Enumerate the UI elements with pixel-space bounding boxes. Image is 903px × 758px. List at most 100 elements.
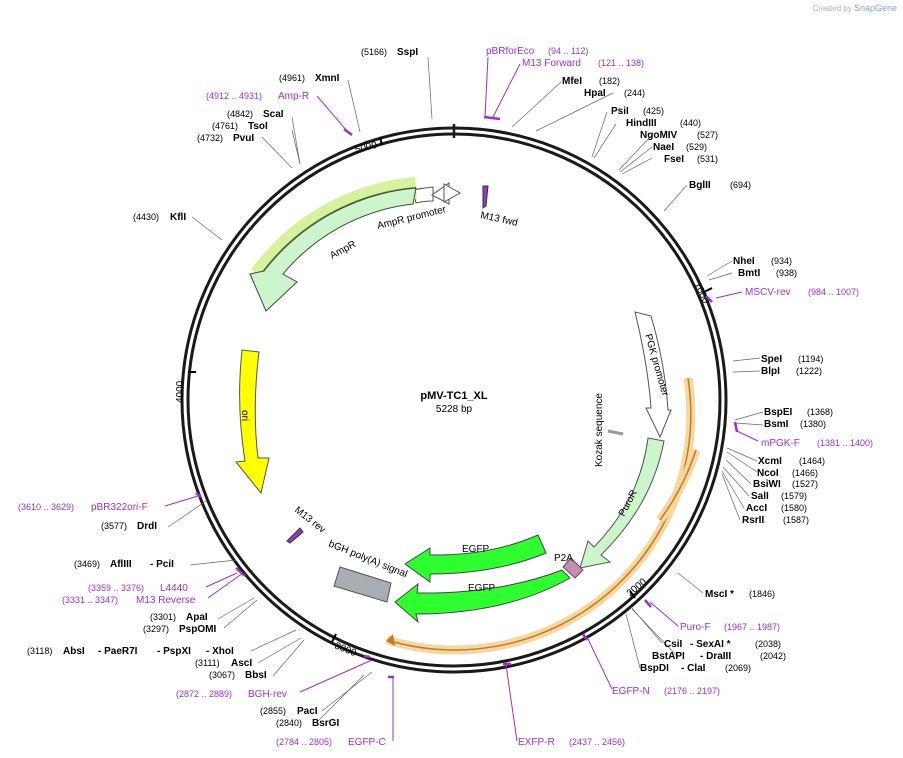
- svg-text:(1579): (1579): [781, 491, 807, 501]
- svg-text:FseI: FseI: [664, 154, 684, 165]
- feature-egfp-upper[interactable]: EGFP: [404, 534, 547, 583]
- svg-text:(984 .. 1007): (984 .. 1007): [808, 287, 859, 297]
- svg-text:MfeI: MfeI: [562, 76, 582, 87]
- primer-egfp-n[interactable]: EGFP-N(2176 .. 2197): [612, 686, 720, 697]
- svg-text:RsrII: RsrII: [742, 515, 764, 526]
- enzyme-pspomi[interactable]: (3297)PspOMI: [143, 624, 216, 635]
- svg-text:(3297): (3297): [143, 624, 169, 634]
- svg-text:(1381 .. 1400): (1381 .. 1400): [817, 438, 873, 448]
- svg-text:AscI: AscI: [231, 658, 252, 669]
- feature-ampr[interactable]: AmpR: [249, 177, 418, 312]
- enzyme-blpi[interactable]: BlpI(1222): [761, 366, 822, 377]
- svg-text:EGFP-N: EGFP-N: [612, 686, 650, 697]
- feature-egfp-lower[interactable]: EGFP: [394, 569, 571, 624]
- enzyme-hpai[interactable]: HpaI(244): [584, 88, 645, 99]
- enzyme-bstapi-draiii[interactable]: BstAPI- DraIII(2042): [652, 651, 786, 662]
- primer-pbrforeco[interactable]: pBRforEco (94 .. 112): [486, 46, 588, 57]
- orf-highlight: [385, 377, 701, 655]
- feature-p2a[interactable]: P2A: [554, 553, 584, 579]
- primer-puro-f[interactable]: Puro-F(1967 .. 1987): [680, 622, 780, 633]
- feature-pgk-promoter[interactable]: PGK promoter: [634, 311, 672, 439]
- leader-lines: [167, 56, 764, 724]
- ori-label: ori: [239, 410, 250, 421]
- svg-text:(1194): (1194): [798, 354, 823, 364]
- svg-text:M13 Forward: M13 Forward: [522, 58, 581, 69]
- svg-text:PacI: PacI: [297, 706, 318, 717]
- svg-text:(1967 .. 1987): (1967 .. 1987): [724, 622, 780, 632]
- svg-text:SalI: SalI: [751, 491, 769, 502]
- svg-text:BglII: BglII: [689, 180, 711, 191]
- svg-text:(94 .. 112): (94 .. 112): [548, 46, 588, 56]
- enzyme-bsiwi[interactable]: BsiWI(1527): [753, 479, 818, 490]
- p2a-label: P2A: [554, 553, 573, 564]
- enzyme-absi-xhoi[interactable]: (3118)AbsI- PaeR7I- PspXI- XhoI: [27, 646, 234, 657]
- svg-text:(3301): (3301): [150, 612, 176, 622]
- enzyme-psii[interactable]: PsiI(425): [611, 106, 664, 117]
- svg-text:(3610 .. 3629): (3610 .. 3629): [18, 502, 74, 512]
- enzyme-scai[interactable]: (4842)ScaI: [227, 109, 284, 120]
- feature-m13-fwd[interactable]: M13 fwd: [479, 185, 519, 229]
- primer-amp-r[interactable]: (4912 .. 4931)Amp-R: [206, 91, 309, 102]
- enzyme-bspdi-clai[interactable]: BspDI- ClaI(2069): [640, 663, 751, 674]
- enzyme-bbsi[interactable]: (3067)BbsI: [209, 670, 267, 681]
- enzyme-paci[interactable]: (2855) PacI: [260, 706, 318, 717]
- enzyme-kfli[interactable]: (4430)KflI: [133, 212, 186, 223]
- svg-text:BsrGI: BsrGI: [312, 718, 339, 729]
- enzyme-csii-sexai[interactable]: CsiI- SexAI *(2038): [664, 639, 781, 650]
- enzyme-tsoi[interactable]: (4761)TsoI: [212, 121, 268, 132]
- enzyme-sali[interactable]: SalI (1579): [751, 491, 807, 502]
- primer-m13-forward[interactable]: M13 Forward (121 .. 138): [522, 58, 644, 69]
- enzyme-bmti[interactable]: BmtI(938): [738, 268, 797, 279]
- enzyme-msci[interactable]: MscI *(1846): [705, 589, 775, 600]
- feature-ori[interactable]: ori: [235, 349, 270, 495]
- enzyme-drdi[interactable]: (3577)DrdI: [101, 521, 157, 532]
- enzyme-acci[interactable]: AccI(1580): [746, 503, 807, 514]
- svg-text:- PciI: - PciI: [150, 559, 174, 570]
- feature-m13-rev[interactable]: M13 rev: [286, 505, 327, 544]
- primer-pbr322ori-f[interactable]: (3610 .. 3629)pBR322ori-F: [18, 502, 148, 513]
- svg-text:(2855): (2855): [260, 706, 286, 716]
- enzyme-fsei[interactable]: FseI(531): [664, 154, 718, 165]
- enzyme-bsmi[interactable]: BsmI(1380): [764, 419, 826, 430]
- svg-text:(121 .. 138): (121 .. 138): [598, 58, 644, 68]
- feature-kozak[interactable]: Kozak sequence: [594, 393, 624, 467]
- enzyme-xcmi[interactable]: XcmI(1464): [758, 456, 825, 467]
- enzyme-afliii-pcii[interactable]: (3469)AflIII- PciI: [74, 559, 174, 570]
- svg-text:(2784 .. 2805): (2784 .. 2805): [276, 737, 332, 747]
- enzyme-asci[interactable]: (3111)AscI: [195, 658, 252, 669]
- svg-text:SpeI: SpeI: [761, 354, 782, 365]
- primer-mpgk-f[interactable]: mPGK-F(1381 .. 1400): [761, 438, 873, 449]
- enzyme-apai[interactable]: (3301) ApaI: [150, 612, 208, 623]
- enzyme-naei[interactable]: NaeI(529): [653, 142, 707, 153]
- svg-text:CsiI: CsiI: [664, 639, 683, 650]
- enzyme-ngomiv[interactable]: NgoMIV(527): [640, 130, 718, 141]
- svg-text:PsiI: PsiI: [611, 106, 629, 117]
- svg-text:NcoI: NcoI: [757, 468, 779, 479]
- enzyme-bsrgi[interactable]: (2840)BsrGI: [276, 718, 339, 729]
- primer-mscv-rev[interactable]: MSCV-rev (984 .. 1007): [745, 287, 859, 298]
- enzyme-spei[interactable]: SpeI (1194): [761, 354, 823, 365]
- enzyme-ncoi[interactable]: NcoI(1466): [757, 468, 818, 479]
- enzyme-nhei[interactable]: NheI(934): [733, 256, 792, 267]
- primer-exfp-r[interactable]: EXFP-R(2437 .. 2456): [518, 737, 625, 748]
- enzyme-pvui[interactable]: (4732)PvuI: [197, 133, 254, 144]
- svg-text:- PaeR7I: - PaeR7I: [98, 646, 138, 657]
- egfp-upper-label: EGFP: [462, 544, 490, 555]
- enzyme-mfei[interactable]: MfeI(182): [562, 76, 620, 87]
- svg-text:ApaI: ApaI: [186, 612, 208, 623]
- primer-bgh-rev[interactable]: (2872 .. 2889)BGH-rev: [176, 689, 287, 700]
- svg-text:pBRforEco: pBRforEco: [486, 46, 535, 57]
- primer-m13-reverse[interactable]: (3331 .. 3347)M13 Reverse: [62, 595, 196, 606]
- enzyme-bspei[interactable]: BspEI(1368): [764, 407, 833, 418]
- enzyme-bglii[interactable]: BglII(694): [689, 180, 751, 191]
- tick-label-5000: 5000: [354, 140, 379, 156]
- primer-l4440[interactable]: (3359 .. 3376)L4440: [88, 583, 188, 594]
- feature-bgh-polya[interactable]: bGH poly(A) signal: [327, 539, 409, 603]
- enzyme-labels: (5166)SspI (4961)XmnI (4842)ScaI (4761)T…: [27, 47, 833, 729]
- enzyme-rsrii[interactable]: RsrII(1587): [742, 515, 809, 526]
- enzyme-sspi[interactable]: (5166)SspI: [361, 47, 418, 58]
- primer-egfp-c[interactable]: (2784 .. 2805)EGFP-C: [276, 737, 386, 748]
- enzyme-hindiii[interactable]: HindIII(440): [626, 118, 701, 129]
- enzyme-xmni[interactable]: (4961)XmnI: [279, 73, 340, 84]
- svg-text:MSCV-rev: MSCV-rev: [745, 287, 791, 298]
